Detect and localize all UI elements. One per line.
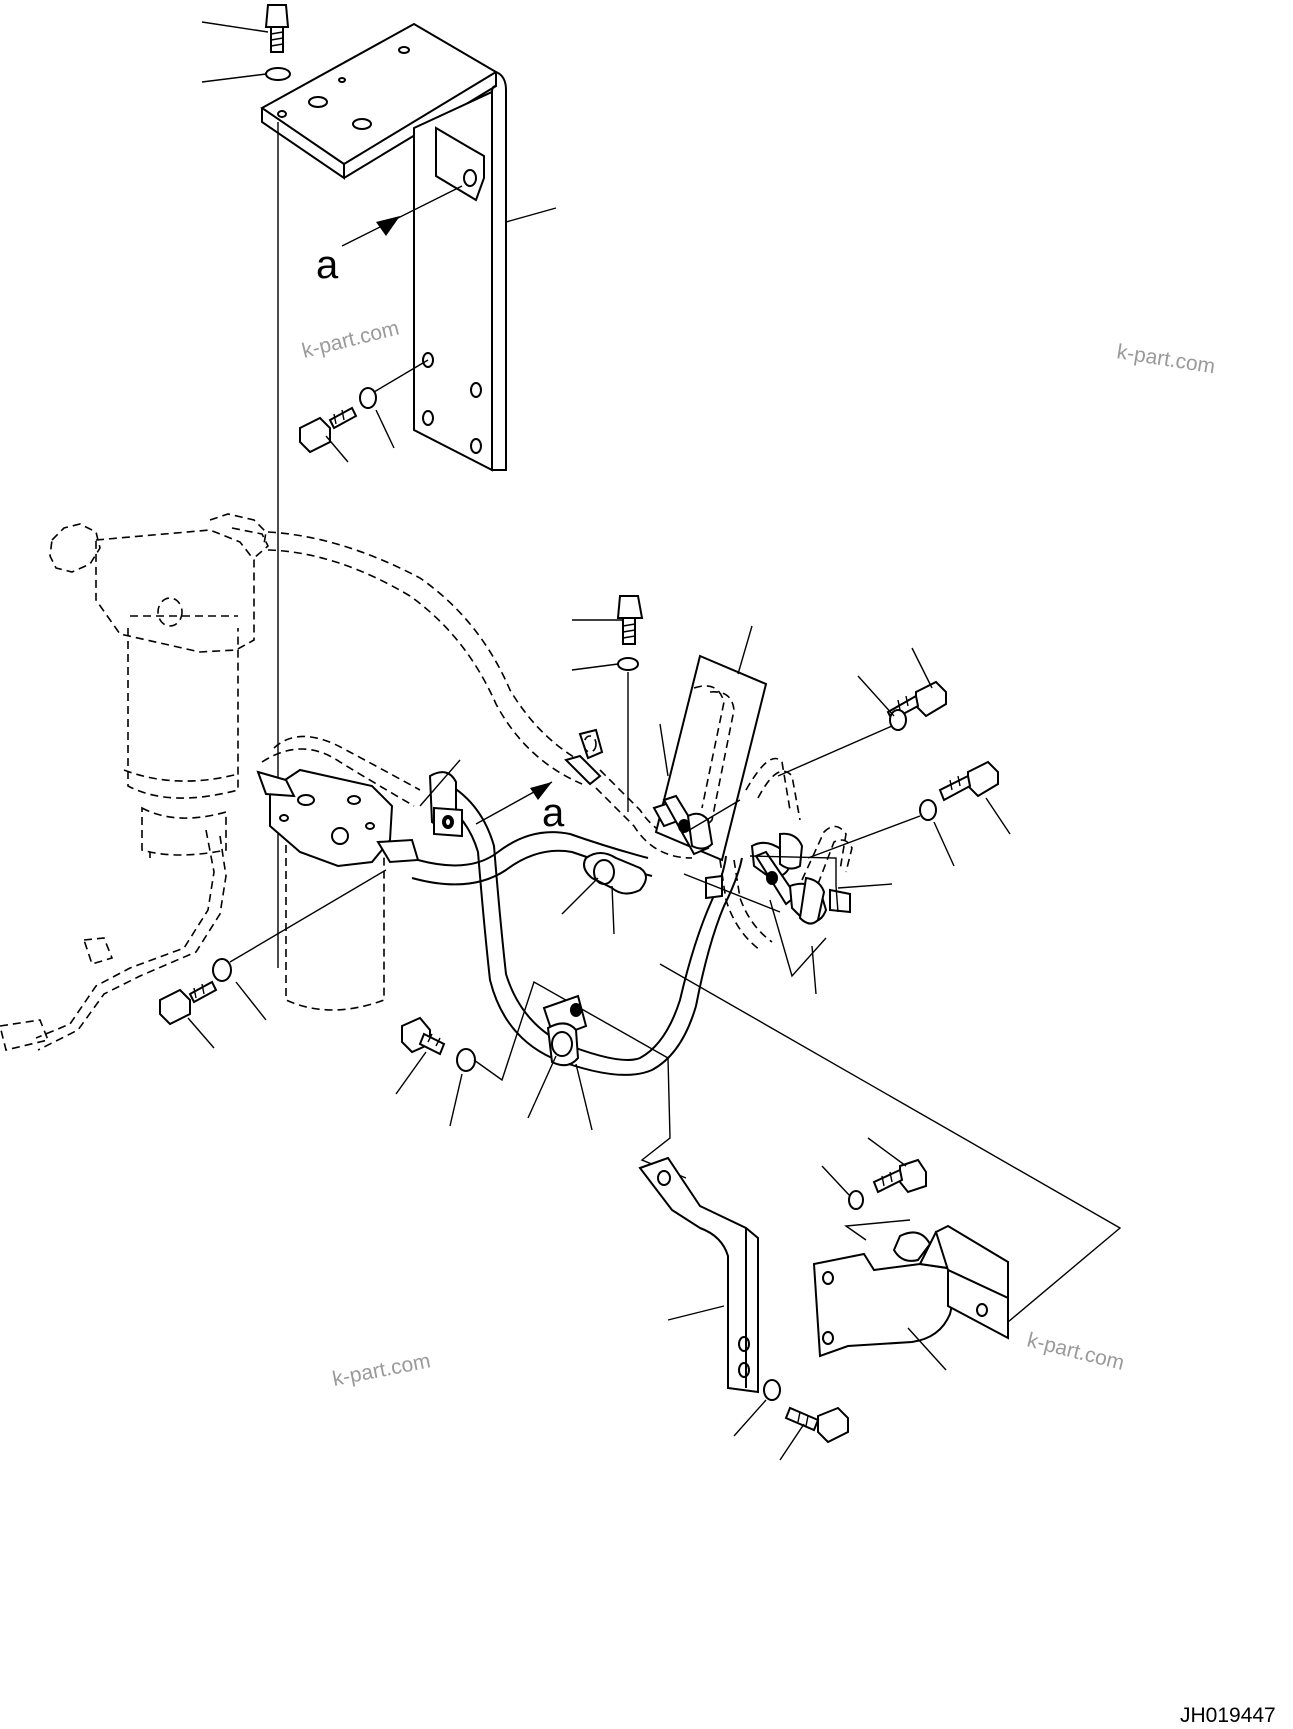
leader-line [811, 945, 817, 995]
leader-line [985, 797, 1011, 835]
lower-bracket-bolt [784, 1406, 849, 1444]
leader-line [685, 799, 741, 833]
feed-hose [261, 748, 415, 807]
leader-line [779, 1423, 805, 1461]
drain-fitting [0, 1019, 50, 1051]
drain-clamp [82, 937, 114, 965]
bracket-bolt [299, 406, 358, 454]
lower-right-bracket [812, 1224, 1009, 1358]
leader-line [667, 1305, 725, 1321]
leader-line [907, 1327, 947, 1371]
right-bolt-lower [938, 760, 999, 802]
leader-bracket [473, 980, 669, 1082]
mid-lower-bolt [401, 1016, 446, 1056]
leader-line [683, 873, 781, 913]
leader-line [527, 1055, 557, 1119]
leader-line [201, 21, 269, 33]
center-washer [617, 657, 639, 671]
leader-line [375, 409, 395, 449]
right-washer-lower [919, 799, 937, 821]
fuel-line-loop [447, 783, 727, 1061]
center-bolt [616, 595, 644, 645]
leader-line [229, 869, 387, 963]
secondary-filter-assembly [285, 831, 385, 1011]
watermark: k-part.com [331, 1349, 433, 1391]
lower-hose-clamp [542, 994, 588, 1067]
leader-line [737, 625, 753, 675]
hose-plate [654, 654, 768, 862]
leader-line [659, 723, 669, 777]
leader-bracket [769, 899, 827, 978]
leader-line [449, 1073, 463, 1127]
bracket-washer [359, 387, 377, 409]
fitting-cluster [652, 757, 853, 951]
leader-line [505, 207, 557, 223]
leader-line [561, 877, 599, 915]
drain-hose [37, 835, 227, 1051]
leader-line [867, 1137, 907, 1167]
leader-line [733, 1399, 767, 1437]
watermark: k-part.com [1025, 1329, 1127, 1375]
leader-line [571, 663, 619, 671]
filter-head [256, 768, 420, 868]
leader-line [837, 883, 893, 889]
leader-line [373, 359, 429, 393]
arrow-head [376, 216, 400, 236]
right-washer-upper [889, 709, 907, 731]
watermark: k-part.com [300, 317, 402, 363]
left-lower-washer [212, 958, 232, 982]
leader-line [911, 647, 933, 689]
tall-bracket [260, 22, 507, 472]
leader-bracket [749, 855, 839, 913]
lower-bracket-washer [763, 1379, 781, 1401]
fuel-line-loop [439, 799, 743, 1076]
leader-line [419, 759, 461, 807]
leader-line [235, 981, 267, 1021]
lower-angled-bracket [638, 1156, 759, 1394]
view-label-lower: a [542, 791, 565, 835]
leader-line [807, 815, 921, 859]
return-hose [267, 531, 587, 765]
leader-line [821, 1165, 851, 1197]
leader-line [933, 821, 955, 867]
feed-hose [273, 735, 421, 791]
center-fitting [564, 728, 604, 786]
elbow-clamp [583, 852, 647, 895]
view-arrow-upper [341, 185, 463, 247]
view-label-upper: a [316, 243, 339, 287]
leader-line [395, 1051, 427, 1095]
leader-bracket [844, 1219, 911, 1241]
hose-segment [595, 787, 693, 859]
left-lower-bolt [159, 980, 218, 1026]
arrow-head [530, 782, 552, 800]
watermark: k-part.com [1115, 340, 1217, 378]
return-hose [267, 549, 583, 785]
lower-right-bolt [872, 1158, 927, 1194]
mid-lower-washer [456, 1048, 476, 1072]
leader-bracket [659, 963, 1122, 1323]
leader-line [857, 675, 895, 717]
drain-hose [35, 829, 215, 1039]
leader-line [325, 435, 349, 463]
leader-line [187, 1017, 215, 1049]
top-bolt [264, 4, 290, 53]
drawing-id: JH019447 [1180, 1704, 1276, 1727]
hose-clamp [428, 771, 463, 838]
top-washer [265, 67, 291, 81]
leader-line [201, 73, 267, 83]
primary-filter-assembly [49, 513, 269, 858]
leader-line [575, 1063, 593, 1131]
leader-line [777, 725, 893, 777]
fuel-hose [417, 831, 649, 867]
leader-line [611, 885, 615, 935]
lower-right-washer [848, 1190, 864, 1210]
